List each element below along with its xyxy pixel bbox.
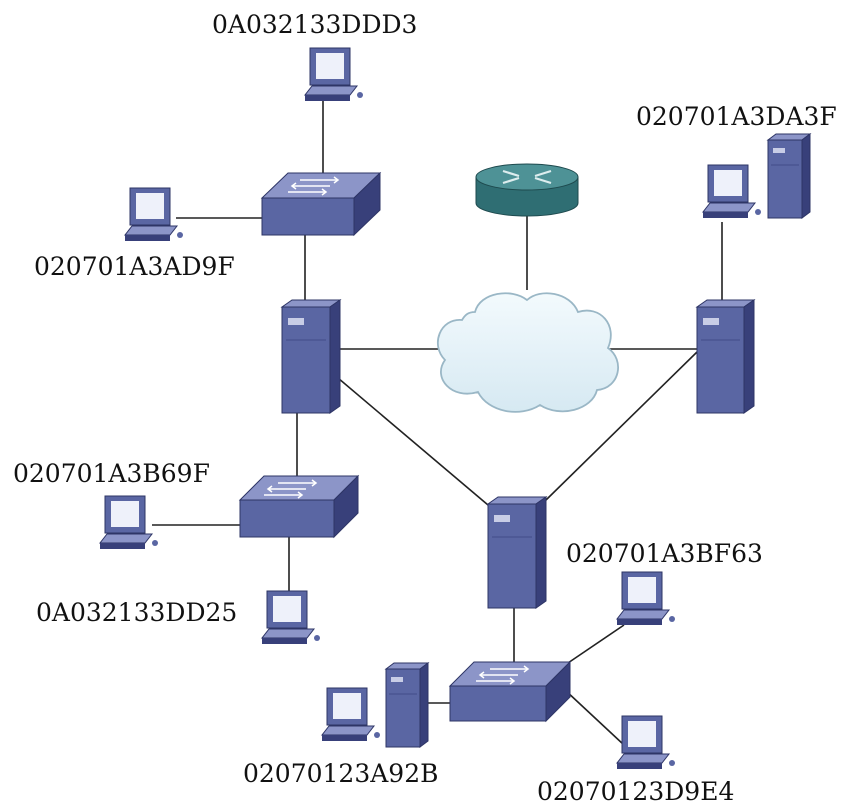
pc-icon-top — [303, 47, 363, 101]
label-pc-bottom-right: 02070123D9E4 — [537, 777, 735, 806]
label-pc-top: 0A032133DDD3 — [212, 10, 418, 39]
pc-icon-below-switch2 — [260, 590, 320, 644]
label-pc-left-upper: 020701A3AD9F — [34, 252, 235, 281]
pc-icon-left-lower — [98, 495, 158, 549]
server-icon-small-bottom — [384, 662, 430, 748]
link-switch3-pc-rightlower — [564, 624, 625, 666]
label-pc-bottom-left: 02070123A92B — [243, 759, 439, 788]
switch-icon-middle — [238, 474, 360, 539]
router-icon — [475, 163, 579, 217]
pc-icon-right-lower — [615, 571, 675, 625]
cloud-icon — [436, 292, 619, 413]
connections — [152, 95, 723, 746]
label-pc-right-lower: 020701A3BF63 — [566, 539, 763, 568]
server-icon-small-upper-right — [766, 133, 812, 219]
switch-icon-lower — [448, 660, 572, 723]
server-icon-bottom — [486, 496, 548, 609]
link-switch3-pc-bottomright — [564, 689, 625, 746]
label-pc-right-upper: 020701A3DA3F — [636, 102, 837, 131]
switch-icon-upper — [260, 171, 382, 237]
label-pc-below-switch2: 0A032133DD25 — [36, 598, 238, 627]
pc-icon-right-upper — [701, 164, 761, 218]
pc-icon-bottom-left — [320, 687, 380, 741]
pc-icon-bottom-right — [615, 715, 675, 769]
pc-icon-left-upper — [123, 187, 183, 241]
server-icon-left — [280, 299, 342, 414]
link-server-left-server-bottom — [337, 377, 489, 506]
link-server-right-server-bottom — [545, 351, 698, 501]
label-pc-left-lower: 020701A3B69F — [13, 459, 210, 488]
server-icon-right — [695, 299, 756, 414]
